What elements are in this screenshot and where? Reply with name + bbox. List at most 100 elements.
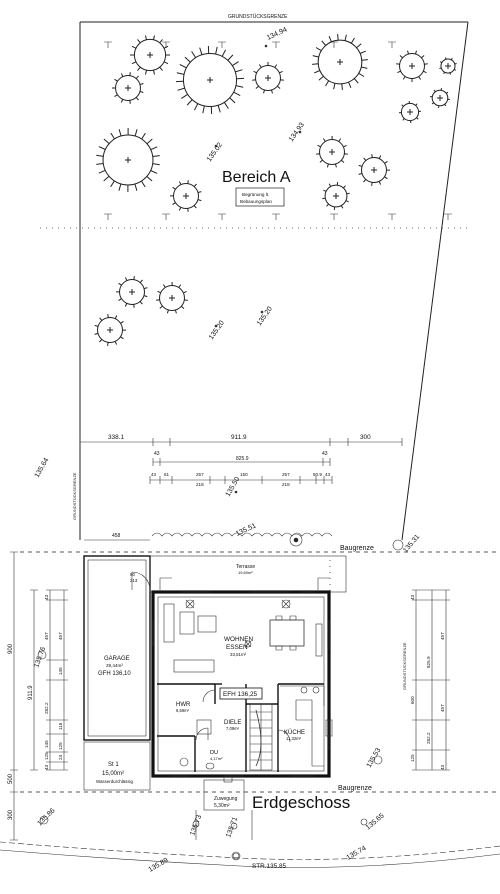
- zuwegung-name: Zuwegung: [214, 796, 238, 802]
- dim-s10: 43: [325, 472, 331, 477]
- tree-symbol: [112, 72, 144, 104]
- living-name1: WOHNEN: [224, 636, 253, 643]
- diele-area: 7,09m²: [226, 726, 240, 731]
- boundary-label-right: GRUNDSTÜCKSGRENZE: [402, 642, 407, 690]
- elevation-e3: 134.93: [288, 122, 306, 144]
- dim-s1: 43: [154, 451, 160, 457]
- dim-s5: 218: [196, 482, 204, 487]
- elevation-e9: 135.31: [402, 533, 421, 554]
- hedge: [151, 532, 333, 547]
- baugrenze-top-label: Baugrenze: [340, 545, 374, 552]
- tree-symbol: [358, 154, 390, 186]
- tree-symbol: [116, 276, 148, 308]
- dim-top-right: 300: [360, 434, 371, 441]
- dim-a8: 125: [44, 752, 49, 760]
- elevation-e11: 135.53: [366, 747, 383, 769]
- dim-a3: 145: [58, 667, 63, 675]
- dim-left-500: 500: [8, 773, 14, 784]
- zone-label: Bereich A: [222, 169, 291, 186]
- dim-a4: 282.2: [44, 702, 49, 714]
- garage-dim-d1: 80: [130, 572, 135, 577]
- garage: 458 80 213 GARAGE 29,44m² GFH 136,10: [83, 533, 151, 741]
- elevation-e15: 135.65: [365, 812, 386, 831]
- tree-symbol: [96, 128, 160, 192]
- dim-a7: 125: [58, 742, 63, 750]
- dim-left-900: 900: [8, 643, 14, 654]
- tree-symbol: [175, 45, 245, 115]
- dimensions-top: 338.1 911.9 300 43 825.9 43 43 61 257 21…: [79, 434, 403, 487]
- zone-note-line2: Bebauungsplan: [240, 199, 272, 204]
- dim-top-inner: 825.9: [236, 456, 249, 462]
- zuwegung: Zuwegung 5,30m²: [195, 775, 253, 840]
- elevation-e14: 135.71: [225, 816, 239, 839]
- dim-s7: 257: [282, 472, 290, 477]
- dim-b7: 43: [410, 594, 415, 600]
- elevation-e7: 135.50: [225, 476, 242, 498]
- dim-b6: 825.9: [426, 656, 431, 668]
- dim-a2: 457: [58, 632, 63, 640]
- dim-s9: 60.9: [313, 472, 322, 477]
- diele: DIELE 7,09m²: [224, 703, 273, 771]
- elevation-markers: [37, 44, 404, 861]
- dim-top-left: 338.1: [108, 434, 124, 441]
- dim-a1: 457: [44, 632, 49, 640]
- dim-b4: 125: [410, 754, 415, 762]
- tree-symbol: [430, 88, 450, 108]
- house-walls: [151, 590, 331, 778]
- dim-a6: 145: [44, 740, 49, 748]
- st-name: St 1: [108, 762, 119, 768]
- parking-st1: St 1 15,00m² Wasserdurchlässig: [83, 741, 151, 791]
- terrace: Terrasse 19,60m²: [149, 555, 347, 700]
- elevation-e6: 135.64: [34, 457, 51, 479]
- dim-s11: 43: [322, 451, 328, 457]
- dimensions-right: 43 825.9 600 457 457 282.2 125 43: [410, 589, 450, 771]
- kueche-area: 11,32m²: [286, 736, 302, 741]
- street-edge: STR.135.85: [0, 841, 500, 870]
- tree-symbol: [170, 180, 202, 212]
- dim-b1: 457: [440, 632, 445, 640]
- dim-a9: 24: [58, 754, 63, 760]
- terrace-name: Terrasse: [236, 564, 255, 570]
- tree-symbol: [396, 50, 428, 82]
- dim-s2: 43: [151, 472, 157, 477]
- efh-box: EFH 136,25: [219, 687, 263, 700]
- baugrenze: Baugrenze Baugrenze: [20, 545, 500, 793]
- zone-note-line1: Begrünung lt.: [242, 192, 269, 197]
- tree-symbol: [252, 62, 284, 94]
- tree-symbol: [398, 100, 422, 124]
- garage-gfh: GFH 136,10: [98, 671, 131, 677]
- du-area: 4,17m²: [210, 756, 223, 761]
- st-note: Wasserdurchlässig: [96, 779, 133, 784]
- trees: [94, 34, 457, 346]
- dim-left-9119: 911.9: [28, 685, 34, 700]
- elevation-e2: 135.02: [206, 142, 224, 164]
- street-elevation: STR.135.85: [252, 863, 287, 870]
- efh-label: EFH 136,25: [223, 691, 258, 698]
- living-furniture: [163, 599, 323, 673]
- kitchen: KÜCHE 11,32m²: [280, 685, 333, 767]
- living-name2: ESSEN: [226, 644, 248, 651]
- elevation-e1: 134.94: [266, 26, 288, 41]
- dim-a5: 115: [58, 722, 63, 730]
- dim-s6: 150: [240, 472, 248, 477]
- dim-a10: 43: [44, 594, 49, 600]
- baugrenze-bottom-label: Baugrenze: [338, 785, 372, 792]
- dim-b5: 600: [410, 696, 415, 704]
- kueche-name: KÜCHE: [284, 729, 305, 736]
- tree-symbol: [94, 314, 126, 346]
- tree-symbol: [439, 57, 457, 75]
- dimensions-left: 900 500 300 911.9 43 457 457 145 282.2 1…: [8, 551, 68, 841]
- elevation-e5: 135.20: [256, 306, 274, 328]
- zone-note-box: [235, 187, 285, 207]
- tree-symbol: [322, 182, 350, 210]
- tree-symbol: [156, 282, 188, 314]
- zuwegung-area: 5,30m²: [214, 803, 230, 809]
- elevation-e16: 135.89: [148, 857, 170, 874]
- dim-s3: 61: [164, 472, 170, 477]
- dim-s4: 257: [196, 472, 204, 477]
- dim-top-mid: 911.9: [231, 434, 247, 441]
- tree-symbol: [316, 136, 348, 168]
- tree-symbol: [312, 34, 368, 90]
- zone-band-ticks: [104, 41, 452, 220]
- living-area: 33,51m²: [230, 652, 247, 657]
